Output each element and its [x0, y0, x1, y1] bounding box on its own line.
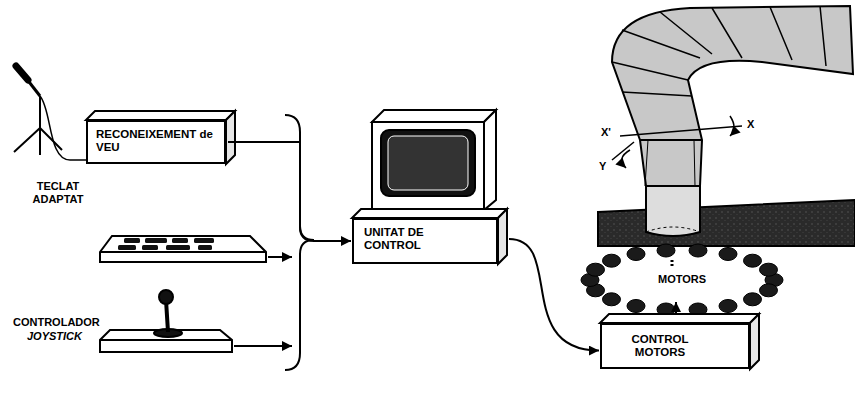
joystick	[100, 290, 292, 352]
part-label: X'	[600, 126, 612, 139]
motor	[627, 248, 645, 261]
robot-arm	[598, 6, 855, 268]
motor	[627, 300, 645, 313]
motor	[603, 254, 621, 267]
motor	[760, 263, 778, 276]
motor	[719, 248, 737, 261]
part-label: MOTORS	[657, 273, 707, 286]
signal-arrow	[509, 239, 599, 351]
motor	[603, 293, 621, 306]
microphone	[14, 66, 86, 160]
box-face	[498, 209, 507, 264]
motor	[744, 293, 762, 306]
rotation-axes	[612, 116, 742, 168]
box-face	[600, 314, 759, 323]
motor	[657, 244, 675, 257]
box-label: CONTROL MOTORS	[612, 333, 708, 359]
process-box: UNITAT DE CONTROL	[352, 218, 498, 264]
part-label: Y	[598, 160, 607, 173]
part-label: JOYSTICK	[26, 330, 83, 343]
motor	[719, 300, 737, 313]
process-box: RECONEIXEMENT de VEU	[86, 120, 226, 164]
adapted-keyboard	[100, 236, 292, 262]
box-label: UNITAT DE CONTROL	[364, 226, 460, 252]
signal-arrow	[228, 142, 351, 241]
box-face	[750, 314, 759, 369]
part-label: TECLAT ADAPTAT	[22, 180, 94, 206]
box-label: RECONEIXEMENT de VEU	[96, 128, 216, 154]
box-face	[352, 209, 507, 218]
part-label: CONTROLADOR	[12, 316, 101, 329]
box-face	[86, 111, 235, 120]
part-label: X	[746, 118, 755, 131]
process-box: CONTROL MOTORS	[600, 323, 750, 369]
monitor	[372, 110, 496, 210]
motor	[587, 263, 605, 276]
motor-ring	[581, 244, 783, 316]
box-face	[226, 111, 235, 164]
motor	[760, 284, 778, 297]
motor	[689, 244, 707, 257]
motor	[744, 254, 762, 267]
